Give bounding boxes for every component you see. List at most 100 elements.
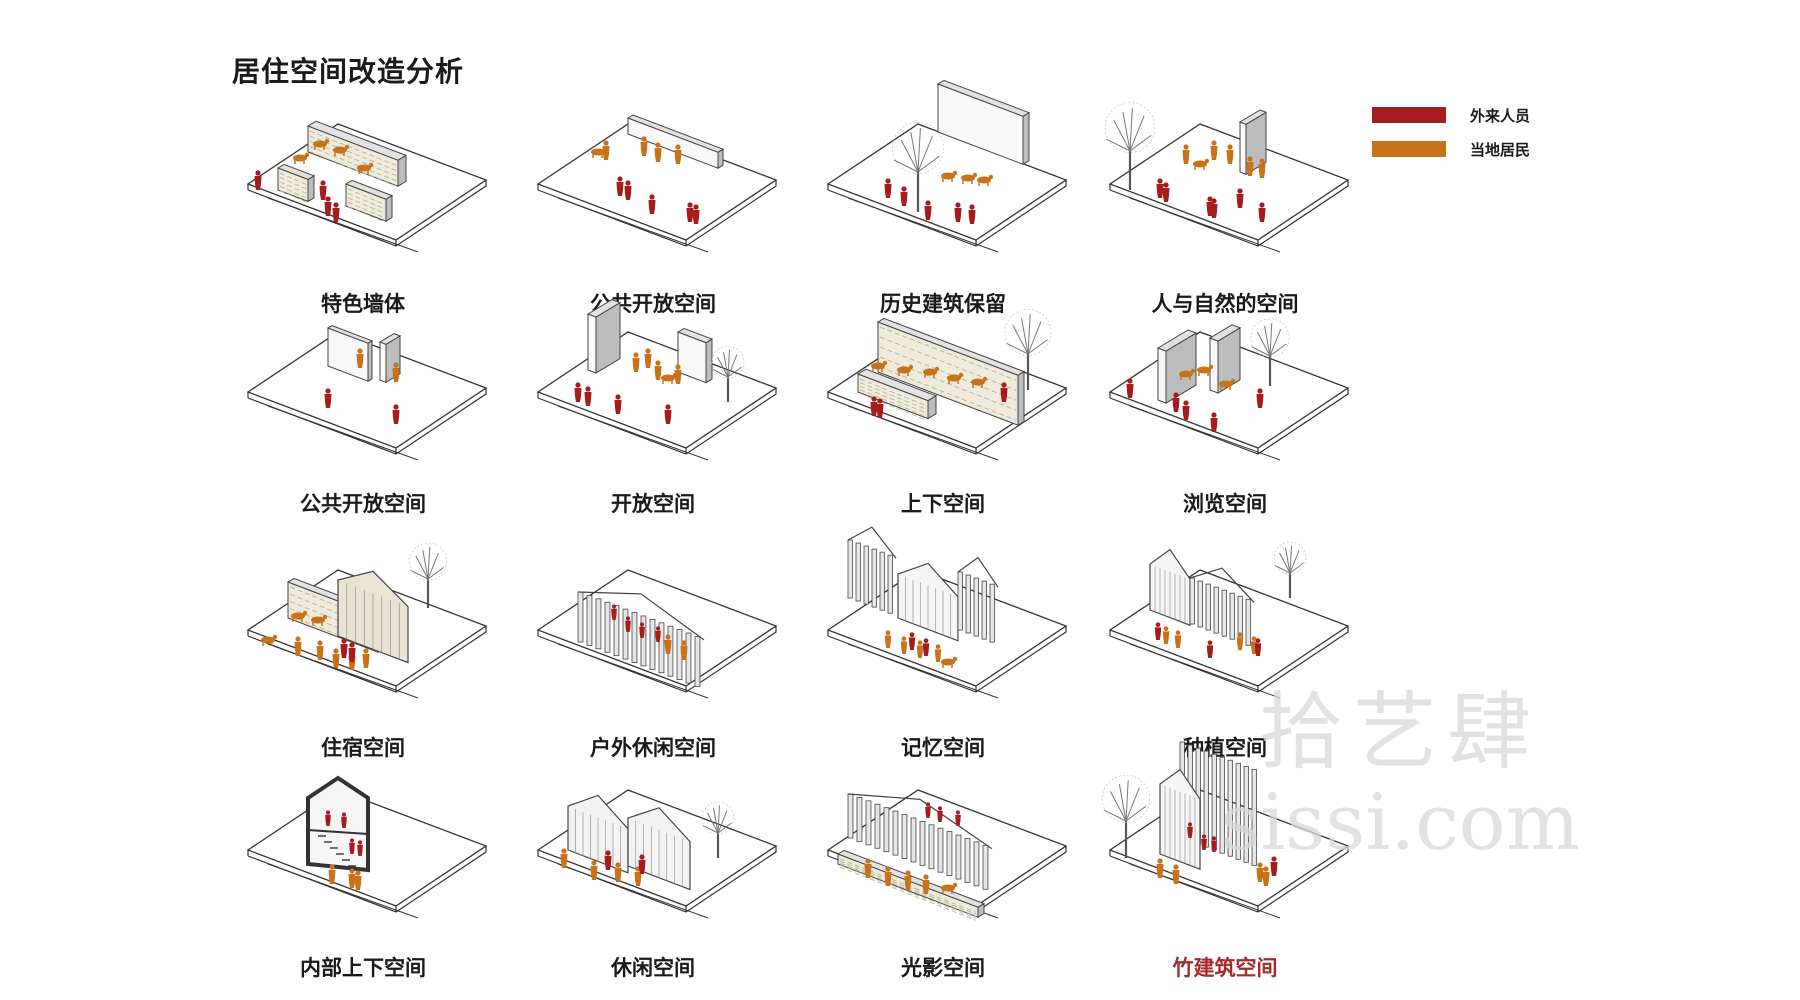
legend-item-residents: 当地居民 — [1372, 132, 1530, 166]
ground-plate — [1108, 123, 1350, 241]
visitor-figure — [655, 626, 661, 642]
house-volume — [1149, 548, 1191, 627]
axonometric-scene — [1108, 318, 1350, 461]
plain-wall — [586, 299, 622, 374]
visitor-figure — [922, 638, 930, 656]
animal-figure — [941, 656, 958, 668]
panel-caption: 内部上下空间 — [300, 956, 426, 980]
visitor-figure — [616, 176, 624, 196]
visitor-figure — [604, 850, 612, 870]
panel-caption: 开放空间 — [611, 492, 695, 516]
animal-figure — [961, 172, 978, 184]
visitor-figure — [1236, 188, 1244, 208]
resident-figure — [680, 640, 688, 660]
panel-stone-wall-tree: 上下空间 — [808, 309, 1078, 520]
resident-figure — [1162, 626, 1170, 644]
visitor-figure — [332, 202, 340, 222]
visitor-figure — [1258, 202, 1266, 222]
tree-icon — [409, 542, 447, 608]
legend-swatch-visitors — [1372, 107, 1446, 123]
animal-figure — [313, 138, 330, 150]
resident-figure — [922, 874, 930, 894]
resident-figure — [1226, 144, 1234, 164]
plain-wall — [676, 327, 714, 384]
visitor-figure — [611, 604, 617, 620]
visitor-figure — [925, 802, 931, 818]
resident-figure — [294, 636, 302, 656]
panel-tree-wall: 人与自然的空间 — [1090, 102, 1360, 316]
resident-figure — [348, 868, 356, 888]
visitor-figure — [876, 398, 884, 418]
house-volume — [567, 794, 629, 874]
panel-tower-tree: 竹建筑空间 — [1090, 741, 1360, 980]
resident-figure — [884, 866, 892, 886]
axonometric-scene — [536, 114, 778, 253]
animal-figure — [923, 366, 940, 378]
panel-louver-house-tree: 种植空间 — [1090, 541, 1360, 760]
visitor-figure — [1182, 400, 1190, 420]
panel-caption: 住宿空间 — [321, 736, 405, 760]
resident-figure — [1182, 144, 1190, 164]
panel-caption: 历史建筑保留 — [880, 292, 1006, 316]
visitor-figure — [319, 180, 327, 200]
axonometric-scene — [1102, 741, 1350, 919]
visitor-figure — [1156, 178, 1164, 198]
animal-figure — [661, 372, 678, 384]
resident-figure — [614, 862, 622, 882]
axonometric-scene — [1108, 541, 1350, 699]
panel-caption: 人与自然的空间 — [1151, 292, 1299, 316]
axonometric-scene — [826, 309, 1068, 461]
visitor-figure — [1172, 392, 1180, 412]
visitor-figure — [686, 202, 694, 222]
panel-caption: 公共开放空间 — [300, 492, 426, 516]
visitor-figure — [1000, 382, 1008, 402]
section-house-frame — [306, 775, 370, 873]
panel-louver-building: 记忆空间 — [808, 526, 1078, 760]
axonometric-scene — [246, 120, 488, 253]
resident-figure — [654, 142, 662, 162]
ground-plate — [536, 331, 778, 449]
visitor-figure — [1187, 822, 1193, 838]
visitor-figure — [1256, 388, 1264, 408]
legend: 外来人员 当地居民 — [1372, 98, 1530, 166]
panel-caption: 户外休闲空间 — [590, 736, 716, 760]
visitor-figure — [348, 642, 356, 662]
visitor-figure — [664, 404, 672, 424]
visitor-figure — [341, 812, 347, 828]
panel-stone-walls: 特色墙体 — [228, 112, 498, 316]
visitor-figure — [357, 840, 363, 856]
panel-section-house: 内部上下空间 — [228, 775, 498, 980]
visitor-figure — [870, 396, 878, 416]
visitor-figure — [349, 838, 355, 854]
resident-figure — [316, 640, 324, 660]
panel-caption: 公共开放空间 — [590, 292, 716, 316]
visitor-figure — [1154, 622, 1162, 640]
stone-wall — [276, 163, 316, 203]
visitor-figure — [900, 186, 908, 206]
visitor-figure — [324, 196, 332, 216]
plain-wall — [936, 79, 1031, 166]
page-title: 居住空间改造分析 — [232, 55, 465, 88]
panel-caption: 竹建筑空间 — [1172, 956, 1278, 980]
legend-label: 当地居民 — [1470, 140, 1531, 159]
animal-figure — [947, 372, 964, 384]
visitor-figure — [254, 170, 262, 190]
visitor-figure — [954, 202, 962, 222]
panel-caption: 记忆空间 — [901, 736, 985, 760]
axonometric-scene — [826, 526, 1068, 699]
resident-figure — [864, 858, 872, 878]
resident-figure — [654, 360, 662, 380]
visitor-figure — [1211, 836, 1217, 852]
visitor-figure — [584, 386, 592, 406]
visitor-figure — [392, 404, 400, 424]
plain-wall — [626, 114, 725, 170]
visitor-figure — [614, 394, 622, 414]
resident-figure — [362, 648, 370, 668]
resident-figure — [634, 866, 642, 886]
animal-figure — [291, 610, 308, 622]
animal-figure — [1197, 364, 1214, 376]
resident-figure — [900, 636, 908, 654]
ground-plate — [826, 123, 1068, 241]
visitor-figure — [638, 854, 646, 874]
louver-frame — [957, 556, 999, 643]
